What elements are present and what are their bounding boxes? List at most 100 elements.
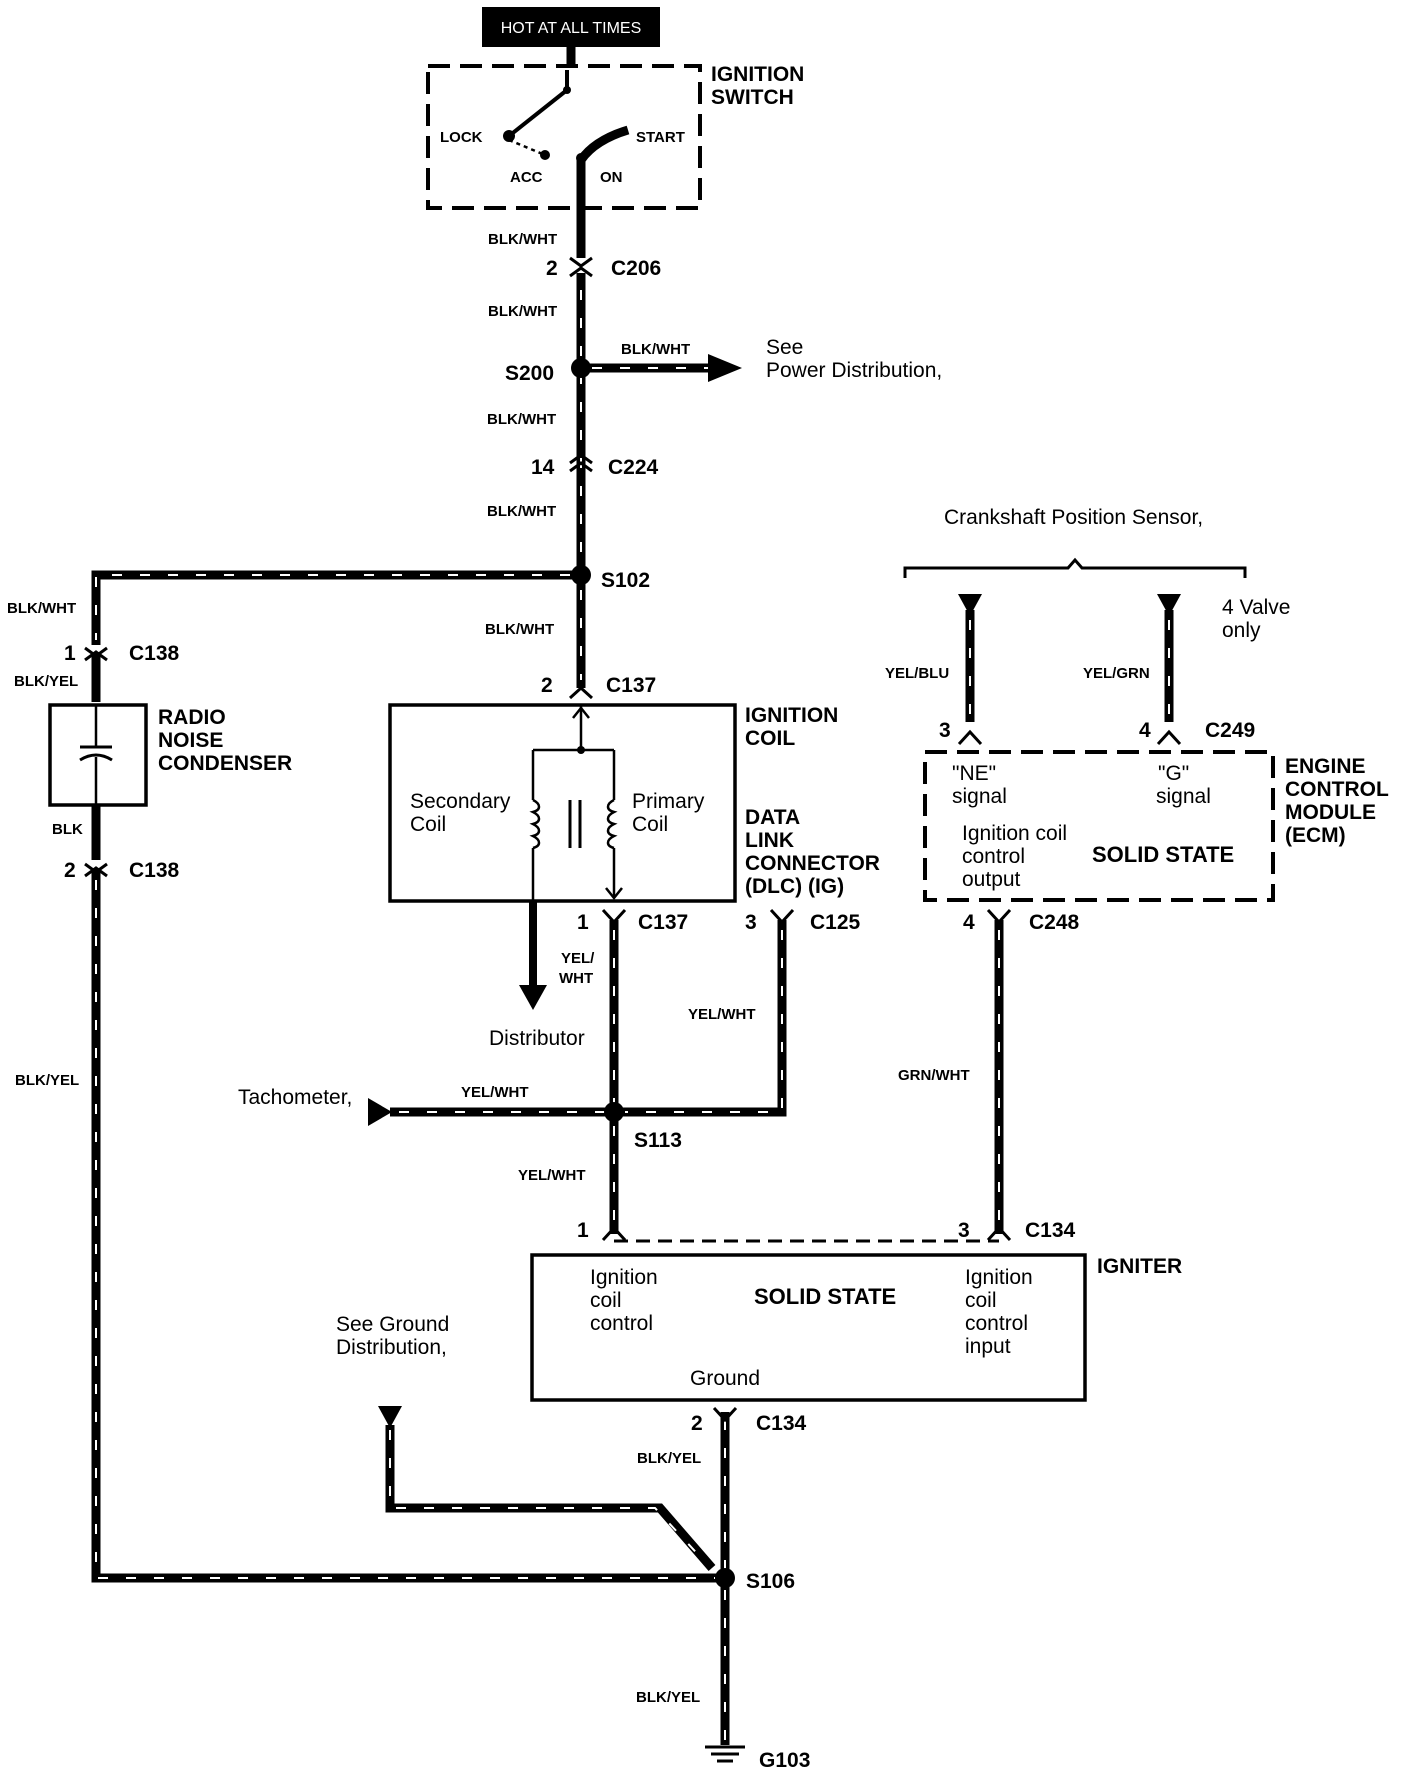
acc-contact xyxy=(540,150,550,160)
wire-label-blk-wht-1: BLK/WHT xyxy=(488,231,557,248)
dlc-title-1: DATA xyxy=(745,806,800,829)
label-s106: S106 xyxy=(746,1570,795,1593)
hot-label: HOT AT ALL TIMES xyxy=(501,20,642,37)
igniter-ground-label: Ground xyxy=(690,1367,760,1390)
connector-c137-pin2 xyxy=(568,685,594,700)
wire-label-blk-yel-1: BLK/YEL xyxy=(14,673,78,690)
arrow-ground-distribution xyxy=(378,1406,402,1428)
wire-label-yel-grn: YEL/GRN xyxy=(1083,665,1150,682)
pin-c138-2: 2 xyxy=(64,859,76,882)
label-c137-2: C137 xyxy=(606,674,656,697)
wire-label-yel-wht-1: YEL/WHT xyxy=(688,1006,756,1023)
connector-c138-pin2-lower xyxy=(84,866,108,878)
connector-c206-lower xyxy=(569,266,593,278)
connector-c224-lower xyxy=(569,461,593,473)
primary-coil-label-1: Primary xyxy=(632,790,705,813)
label-c249: C249 xyxy=(1205,719,1255,742)
lock-label: LOCK xyxy=(440,129,483,146)
connector-c138-pin2-upper xyxy=(84,862,108,874)
label-g103: G103 xyxy=(759,1749,810,1772)
wire-label-blk-yel-2: BLK/YEL xyxy=(15,1072,79,1089)
arrow-distributor xyxy=(519,985,547,1010)
secondary-coil-label-2: Coil xyxy=(410,813,446,836)
splice-s113 xyxy=(604,1102,624,1122)
primary-winding xyxy=(606,798,618,850)
ref-power-distribution: Power Distribution, xyxy=(766,359,942,382)
wire-label-yel-blu: YEL/BLU xyxy=(885,665,949,682)
wire-label-yel-wht-split-2: WHT xyxy=(559,970,593,987)
connector-glyphs xyxy=(84,256,1182,1423)
secondary-coil-label-1: Secondary xyxy=(410,790,511,813)
ref-crankshaft: Crankshaft Position Sensor, xyxy=(944,506,1203,529)
igniter-icci-4: input xyxy=(965,1335,1011,1358)
wire-label-blk-wht-7: BLK/WHT xyxy=(7,600,76,617)
ecm-icco-label-3: output xyxy=(962,868,1021,891)
condenser-title-1: RADIO xyxy=(158,706,226,729)
igniter-icci-3: control xyxy=(965,1312,1028,1335)
start-contact xyxy=(576,125,630,205)
ground-symbol xyxy=(705,1745,745,1763)
ecm-solid-state: SOLID STATE xyxy=(1092,842,1234,867)
ecm-title-1: ENGINE xyxy=(1285,755,1366,778)
wire-c125-s113 xyxy=(614,920,787,1117)
secondary-winding xyxy=(529,798,541,850)
wire-ground-distribution xyxy=(385,1425,716,1571)
dlc-title-3: CONNECTOR xyxy=(745,852,880,875)
connector-c137-pin1 xyxy=(601,908,627,925)
label-c138-2: C138 xyxy=(129,859,180,882)
primary-coil-label-2: Coil xyxy=(632,813,668,836)
pin-c138-1: 1 xyxy=(64,642,76,665)
arrow-tachometer xyxy=(368,1098,392,1126)
ref-four-valve-2: only xyxy=(1222,619,1261,642)
pin-c134-3: 3 xyxy=(958,1219,970,1242)
component-labels: 2 C206 S200 14 C224 S102 1 C138 2 C138 2… xyxy=(64,257,1255,1772)
acc-label: ACC xyxy=(510,169,543,186)
ecm: "NE" signal "G" signal Ignition coil con… xyxy=(923,750,1275,902)
wire-label-blk-wht-5: BLK/WHT xyxy=(487,503,556,520)
ref-four-valve-1: 4 Valve xyxy=(1222,596,1291,619)
igniter-icc-1: Ignition xyxy=(590,1266,658,1289)
splice-s200 xyxy=(571,358,591,378)
radio-noise-condenser xyxy=(48,703,148,807)
label-c137-1: C137 xyxy=(638,911,688,934)
ref-distributor: Distributor xyxy=(489,1027,585,1050)
hot-at-all-times-box: HOT AT ALL TIMES xyxy=(482,7,660,47)
pin-c134-1: 1 xyxy=(577,1219,589,1242)
dlc-title-4: (DLC) (IG) xyxy=(745,875,844,898)
condenser-title-2: NOISE xyxy=(158,729,223,752)
ref-see: See xyxy=(766,336,803,359)
on-label: ON xyxy=(600,169,623,186)
igniter-icc-2: coil xyxy=(590,1289,622,1312)
crankshaft-bracket xyxy=(903,557,1247,578)
label-c224: C224 xyxy=(608,456,659,479)
ref-tachometer: Tachometer, xyxy=(238,1086,352,1109)
connector-c248 xyxy=(986,908,1012,925)
pin-c137-2: 2 xyxy=(541,674,553,697)
pin-c249-4: 4 xyxy=(1139,719,1151,742)
connector-c134-pin3 xyxy=(986,1225,1012,1242)
wire-label-blk-wht-3: BLK/WHT xyxy=(621,341,690,358)
label-s113: S113 xyxy=(634,1129,682,1152)
pin-c134-2: 2 xyxy=(691,1412,703,1435)
igniter-solid-state: SOLID STATE xyxy=(754,1284,896,1309)
pin-c249-3: 3 xyxy=(939,719,951,742)
igniter-icci-1: Ignition xyxy=(965,1266,1033,1289)
ecm-icco-label-1: Ignition coil xyxy=(962,822,1067,845)
wire-label-yel-wht-3: YEL/WHT xyxy=(518,1167,586,1184)
wire-label-blk-wht-4: BLK/WHT xyxy=(487,411,556,428)
ignition-switch-title-1: IGNITION xyxy=(711,63,804,86)
lock-contact xyxy=(503,130,515,142)
connector-c134-pin1 xyxy=(601,1225,627,1242)
arrow-crank-ne xyxy=(958,594,982,616)
connector-c224-upper xyxy=(569,453,593,465)
arrow-crank-g xyxy=(1157,594,1181,616)
ignition-coil-title-2: COIL xyxy=(745,727,795,750)
start-label: START xyxy=(636,129,685,146)
wire-label-blk-yel-3: BLK/YEL xyxy=(637,1450,701,1467)
pin-c137-1: 1 xyxy=(577,911,589,934)
label-c134-3: C134 xyxy=(1025,1219,1076,1242)
ecm-ne-label-1: "NE" xyxy=(952,762,996,785)
label-c248: C248 xyxy=(1029,911,1080,934)
wire-label-grn-wht: GRN/WHT xyxy=(898,1067,970,1084)
